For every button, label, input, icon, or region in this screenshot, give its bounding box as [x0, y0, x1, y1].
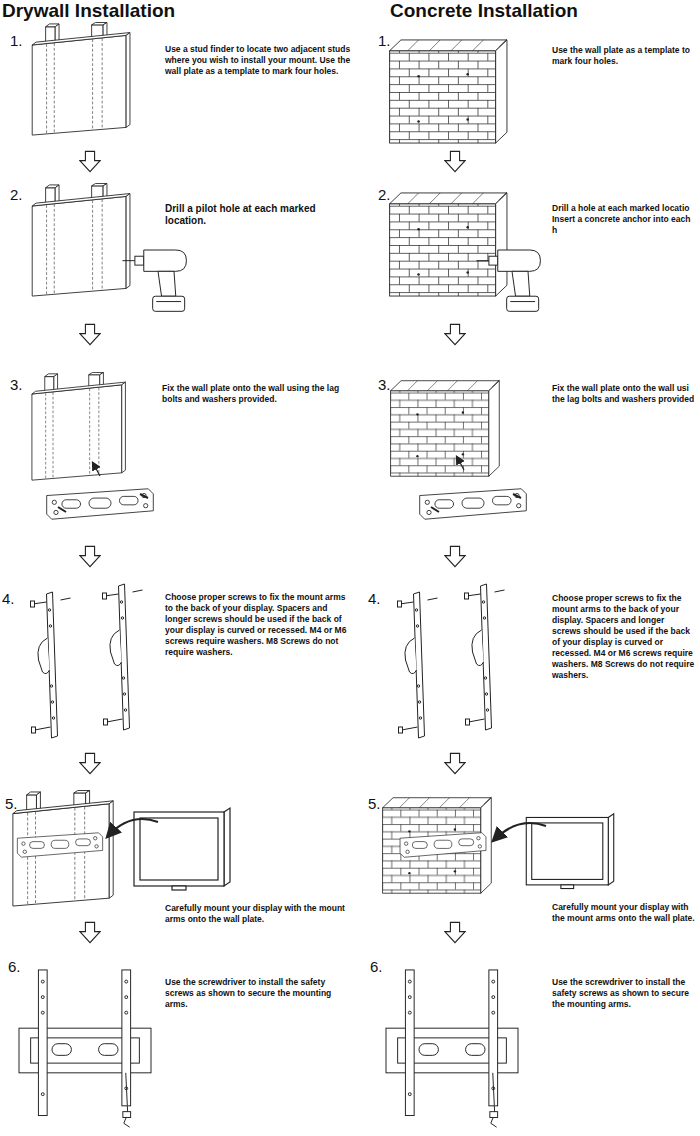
step-text: Fix the wall plate onto the wall using t… [162, 383, 350, 405]
step-number: 3. [378, 376, 391, 394]
step-text: Use the wall plate as a template to mark… [552, 45, 695, 67]
step-number: 6. [8, 958, 21, 976]
step-number: 2. [10, 186, 23, 204]
step-number: 1. [10, 32, 23, 50]
step-number: 5. [5, 795, 18, 813]
column-title: Concrete Installation [390, 0, 578, 22]
step-text: Use the screwdriver to install the safet… [552, 977, 695, 1010]
column-title: Drywall Installation [2, 0, 175, 22]
step-number: 4. [368, 590, 381, 608]
step-number: 2. [378, 186, 391, 204]
step-text: Choose proper screws to fix the mount ar… [552, 593, 695, 681]
step-number: 3. [10, 376, 23, 394]
step-text: Use a stud finder to locate two adjacent… [165, 44, 351, 77]
step-text: Drill a hole at each marked locatio Inse… [552, 203, 695, 236]
step-text: Use the screwdriver to install the safet… [165, 977, 351, 1010]
drywall-steps [13, 22, 230, 1127]
step-number: 6. [370, 958, 383, 976]
step-number: 4. [2, 590, 15, 608]
concrete-steps [383, 39, 614, 1127]
step-number: 5. [368, 795, 381, 813]
step-text: Carefully mount your display with the mo… [165, 903, 351, 925]
step-text: Fix the wall plate onto the wall usi the… [552, 383, 695, 405]
step-text: Drill a pilot hole at each marked locati… [165, 203, 351, 227]
step-text: Choose proper screws to fix the mount ar… [165, 592, 351, 658]
step-text: Carefully mount your display with the mo… [552, 902, 695, 924]
step-number: 1. [378, 32, 391, 50]
